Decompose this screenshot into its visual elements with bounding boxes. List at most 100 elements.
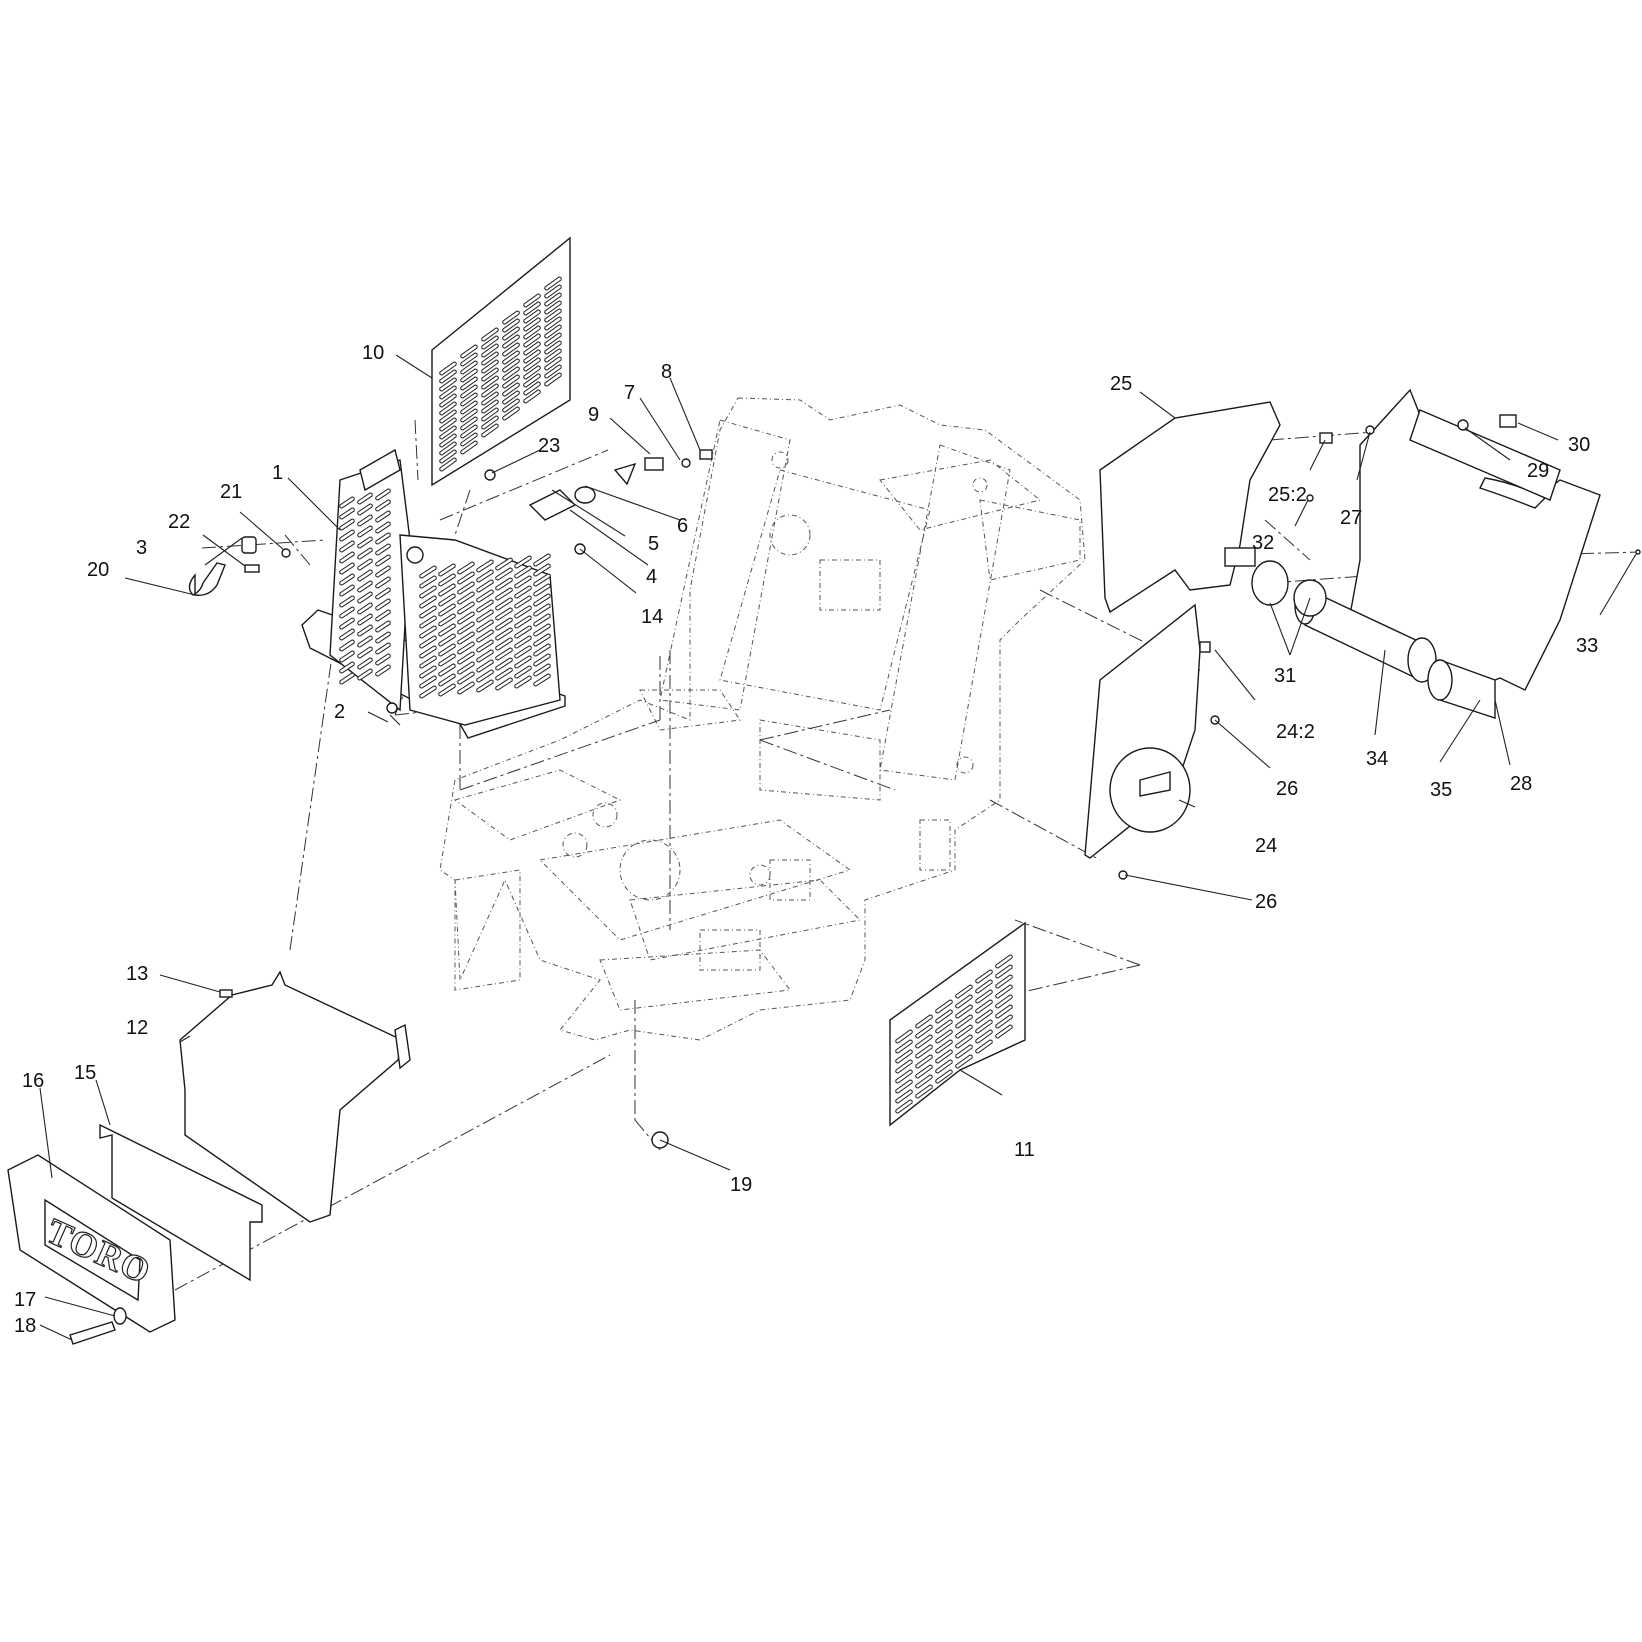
vent-slot [523, 341, 541, 356]
vent-slot [476, 559, 494, 573]
callout-28: 28 [1510, 773, 1532, 795]
vent-slot [419, 675, 437, 689]
vent-slot [357, 569, 373, 582]
vent-slot [357, 536, 373, 549]
vent-slot [514, 635, 532, 649]
vent-slot [495, 657, 513, 671]
vent-slot [544, 340, 562, 355]
vent-slot [476, 569, 494, 583]
vent-slot [438, 683, 456, 697]
vent-slot [935, 1019, 953, 1034]
vent-slot [357, 514, 373, 527]
vent-slot [439, 449, 457, 464]
callout-6: 6 [677, 515, 688, 537]
vent-slot [523, 373, 541, 388]
vent-slot [375, 642, 391, 655]
callout-13: 13 [126, 963, 148, 985]
vent-slot [476, 669, 494, 683]
vent-slot [457, 561, 475, 575]
vent-slot [502, 350, 520, 365]
callout-34: 34 [1366, 748, 1388, 770]
vent-slot [533, 633, 551, 647]
vent-slot [995, 974, 1013, 989]
vent-slot [460, 384, 478, 399]
vent-slot [457, 611, 475, 625]
callout-16: 16 [22, 1070, 44, 1092]
part-10-upper-screen [431, 236, 571, 487]
vent-slot [460, 360, 478, 375]
vent-slot [460, 440, 478, 455]
vent-slot [523, 293, 541, 308]
vent-slot [975, 999, 993, 1014]
vent-slot [375, 554, 391, 567]
vent-slot [481, 399, 499, 414]
vent-slot [375, 620, 391, 633]
vent-slot [915, 1014, 933, 1029]
callout-19: 19 [730, 1174, 752, 1196]
vent-slot [502, 398, 520, 413]
vent-slot [523, 389, 541, 404]
vent-slot [955, 1014, 973, 1029]
vent-slot [895, 1099, 913, 1114]
vent-slot [544, 324, 562, 339]
vent-slot [439, 417, 457, 432]
vent-slot [915, 1074, 933, 1089]
vent-slot [502, 374, 520, 389]
vent-slot [481, 391, 499, 406]
vent-slot [502, 310, 520, 325]
vent-slot [375, 532, 391, 545]
vent-slot [439, 393, 457, 408]
vent-slot [476, 609, 494, 623]
vent-slot [544, 308, 562, 323]
callout-11: 11 [1014, 1139, 1035, 1161]
vent-slot [357, 558, 373, 571]
vent-slot [339, 639, 355, 652]
vent-slot [438, 623, 456, 637]
callout-2: 2 [334, 701, 345, 723]
vent-slot [514, 645, 532, 659]
callout-23: 23 [538, 435, 560, 457]
vent-slot [955, 1044, 973, 1059]
callout-4: 4 [646, 566, 657, 588]
vent-slot [476, 619, 494, 633]
vent-slot [995, 1004, 1013, 1019]
vent-slot [457, 591, 475, 605]
callout-26b: 26 [1255, 891, 1277, 913]
vent-slot [481, 351, 499, 366]
vent-slot [935, 1009, 953, 1024]
vent-slot [457, 571, 475, 585]
vent-slot [514, 555, 532, 569]
vent-slot [375, 521, 391, 534]
vent-slot [533, 643, 551, 657]
vent-slot [339, 551, 355, 564]
vent-slot [533, 593, 551, 607]
vent-slot [995, 1014, 1013, 1029]
callout-12: 12 [126, 1017, 148, 1039]
vent-slot [935, 999, 953, 1014]
vent-slot [514, 625, 532, 639]
callout-9: 9 [588, 404, 599, 426]
callout-7: 7 [624, 382, 635, 404]
vent-slot [419, 625, 437, 639]
vent-slot [495, 557, 513, 571]
vent-slot [460, 352, 478, 367]
vent-slot [523, 301, 541, 316]
vent-slot [955, 994, 973, 1009]
vent-slot [357, 624, 373, 637]
vent-slot [357, 613, 373, 626]
vent-slot [481, 343, 499, 358]
vent-slot [438, 613, 456, 627]
vent-slot [895, 1059, 913, 1074]
vent-slot [544, 372, 562, 387]
vent-slot [357, 580, 373, 593]
callout-24: 24 [1255, 835, 1277, 857]
vent-slot [460, 400, 478, 415]
vent-slot [476, 579, 494, 593]
callout-25-2: 25:2 [1268, 484, 1307, 506]
vent-slot [457, 651, 475, 665]
vent-slot [523, 349, 541, 364]
vent-slot [533, 653, 551, 667]
vent-slot [915, 1034, 933, 1049]
callout-35: 35 [1430, 779, 1452, 801]
